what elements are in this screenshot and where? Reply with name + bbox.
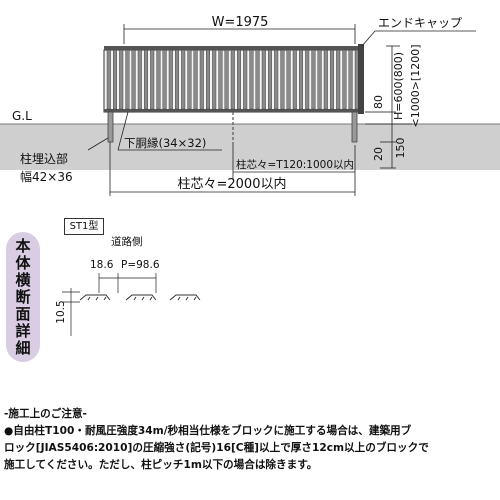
dim-20-label: 20 — [372, 147, 385, 161]
construction-notes: -施工上のご注意- ●自由柱T100・耐風圧強度34m/秒相当仕様をブロックに施… — [4, 406, 496, 474]
fence-panel — [103, 44, 364, 114]
post-right — [351, 111, 358, 143]
post-pitch-label: 柱芯々=2000以内 — [178, 176, 287, 192]
fence-slat — [119, 49, 124, 110]
fence-slat — [150, 49, 155, 110]
fence-slat — [131, 49, 136, 110]
post-pitch-t120-label: 柱芯々=T120:1000以内 — [236, 158, 354, 171]
fence-slat — [336, 49, 341, 110]
width-label: W=1975 — [212, 15, 269, 30]
fence-slat — [317, 49, 322, 110]
fence-slat — [112, 49, 117, 110]
fence-slat — [205, 49, 210, 110]
section-dim-left: 18.6 — [90, 259, 114, 271]
fence-slat — [156, 49, 161, 110]
fence-slat — [280, 49, 285, 110]
fence-slat — [330, 49, 335, 110]
end-cap-label: エンドキャップ — [378, 16, 462, 30]
fence-slat — [292, 49, 297, 110]
fence-slat — [243, 49, 248, 110]
fence-slat — [305, 49, 310, 110]
height-alt-label: <1000>[1200] — [409, 44, 422, 127]
section-dimension-lines — [62, 273, 157, 336]
dim-80-label: 80 — [372, 95, 385, 109]
section-dim-pitch: P=98.6 — [121, 259, 160, 271]
fence-slat — [106, 49, 111, 110]
fence-posts — [107, 111, 358, 145]
fence-slat — [261, 49, 266, 110]
end-cap — [358, 44, 364, 114]
fence-slat — [348, 49, 353, 110]
fence-slat — [286, 49, 291, 110]
dim-150-label: 150 — [394, 138, 407, 159]
fence-slat — [193, 49, 198, 110]
fence-slat — [236, 49, 241, 110]
road-side-label: 道路側 — [111, 235, 143, 248]
notes-line-2: ロック[JIAS5406:2010]の圧縮強さ(記号)16[C種]以上で厚さ12… — [4, 442, 429, 454]
type-label-box: ST1型 — [64, 218, 104, 235]
lower-rail-label: 下胴縁(34×32) — [124, 136, 206, 150]
notes-heading: -施工上のご注意- — [4, 408, 87, 420]
notes-line-1: ●自由柱T100・耐風圧強度34m/秒相当仕様をブロックに施工する場合は、建築用… — [4, 425, 412, 437]
fence-slat — [274, 49, 279, 110]
fence-slat — [323, 49, 328, 110]
fence-slat — [162, 49, 167, 110]
post-embed-label: 柱埋込部 — [20, 151, 68, 166]
lower-rail-callout — [117, 111, 222, 151]
post-left — [107, 111, 114, 143]
fence-slat — [199, 49, 204, 110]
end-cap-callout — [361, 30, 476, 47]
fence-slat — [137, 49, 142, 110]
post-width-label: 幅42×36 — [20, 169, 73, 184]
fence-slat — [268, 49, 273, 110]
post-embed-callout — [87, 137, 109, 151]
fence-slat — [174, 49, 179, 110]
gl-label: G.L — [12, 109, 32, 123]
width-dimension — [123, 24, 356, 44]
fence-slat — [168, 49, 173, 110]
notes-line-3: 施工してください。ただし、柱ピッチ1m以下の場合は除きます。 — [4, 459, 318, 471]
section-detail-title-text: 本体横断面詳細 — [13, 237, 32, 357]
post-pitch-dimension — [109, 142, 355, 196]
fence-slat — [342, 49, 347, 110]
fence-slat — [255, 49, 260, 110]
fence-slat — [218, 49, 223, 110]
fence-slat — [249, 49, 254, 110]
height-dimension — [365, 45, 412, 169]
fence-slat — [299, 49, 304, 110]
fence-slat — [187, 49, 192, 110]
ground-area — [0, 124, 500, 170]
fence-slat — [143, 49, 148, 110]
fence-slat — [311, 49, 316, 110]
slat-profiles — [79, 294, 201, 301]
post-pitch-t120-dimension — [232, 145, 356, 196]
section-detail-title: 本体横断面詳細 — [6, 232, 40, 362]
fence-slats — [106, 49, 359, 110]
section-dim-height: 10.5 — [55, 300, 67, 323]
fence-slat — [125, 49, 130, 110]
fence-slat — [212, 49, 217, 110]
height-label: H=600(800) — [392, 52, 405, 120]
fence-slat — [181, 49, 186, 110]
fence-slat — [224, 49, 229, 110]
fence-slat — [230, 49, 235, 110]
type-label: ST1型 — [69, 221, 99, 232]
